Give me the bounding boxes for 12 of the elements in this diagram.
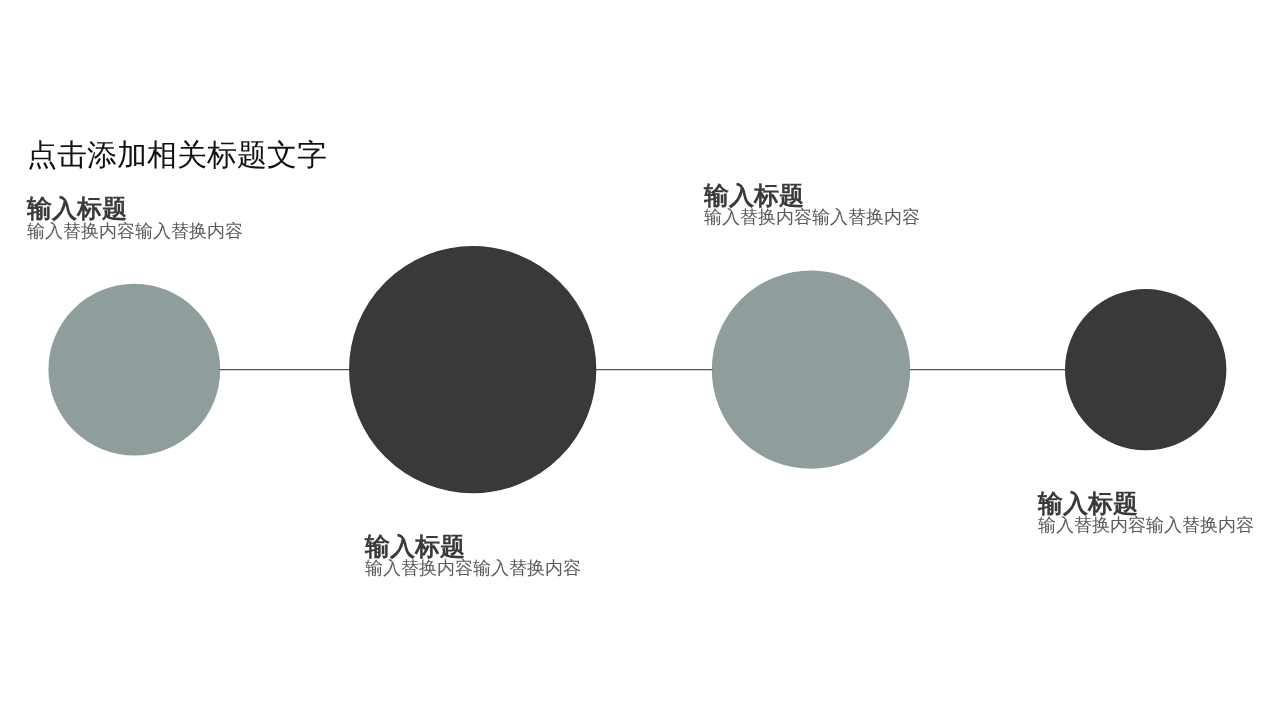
connector <box>909 368 1067 371</box>
node-label: 输入替换内容输入替换内容 <box>703 207 920 228</box>
node-label: 输入替换内容输入替换内容 <box>365 558 582 579</box>
node-label: 输入替换内容输入替换内容 <box>1038 515 1255 536</box>
connector <box>594 368 714 371</box>
node-circle <box>349 246 597 494</box>
connector <box>218 368 350 371</box>
node-label: 输入替换内容输入替换内容 <box>26 220 243 241</box>
diagram-title: 点击添加相关标题文字 <box>26 137 327 172</box>
node-circle <box>1065 288 1227 451</box>
node-circle <box>711 270 911 469</box>
node-circle <box>48 283 221 456</box>
